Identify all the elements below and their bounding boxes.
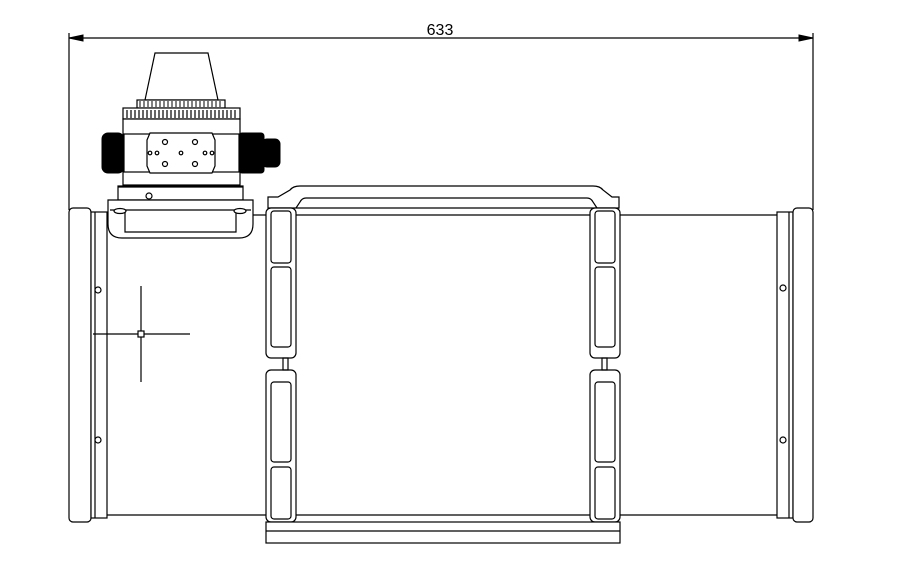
left-end-cap [68, 207, 92, 523]
arrow-right-icon [798, 34, 814, 42]
tube-ring-handle [267, 185, 620, 209]
right-end-ring [776, 211, 794, 519]
dovetail-base-plate [265, 521, 621, 544]
tube-ring-right [589, 207, 621, 523]
arrow-left-icon [68, 34, 84, 42]
left-focus-knob-icon [101, 132, 125, 174]
right-end-cap [792, 207, 814, 523]
optical-tube [68, 207, 814, 523]
tube-ring-left [265, 207, 297, 523]
dimension-line [68, 33, 814, 210]
screw-icon [94, 284, 787, 444]
crosshair-cursor-icon [93, 286, 190, 382]
right-focus-knob-icon [238, 132, 265, 174]
left-end-ring [90, 211, 108, 519]
overall-length-dimension-label: 633 [426, 22, 454, 39]
focuser-assembly [101, 52, 281, 239]
